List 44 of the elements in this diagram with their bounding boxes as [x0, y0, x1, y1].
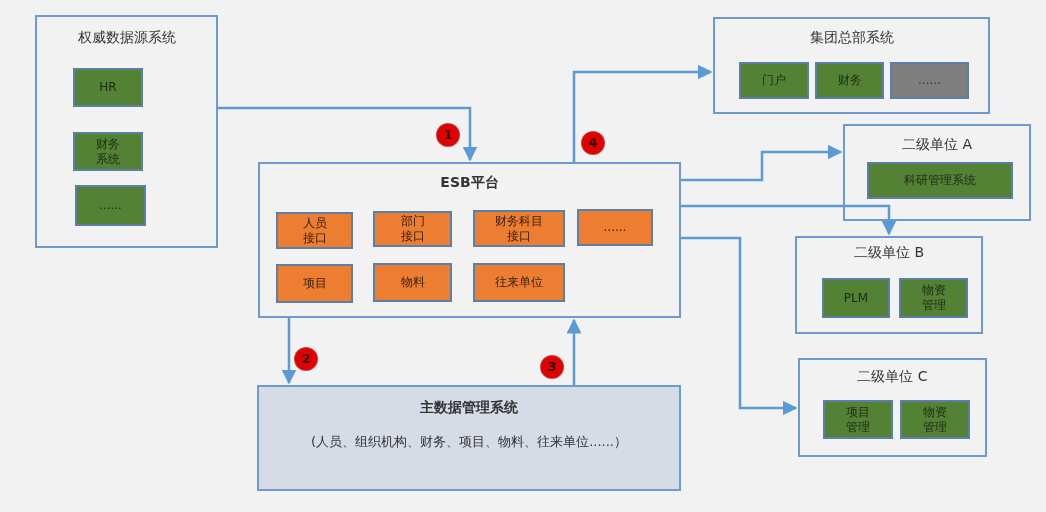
system-box: [798, 358, 987, 457]
system-box: [35, 15, 218, 248]
step-badge: 2: [295, 348, 317, 370]
box-heading: 二级单位 B: [852, 244, 926, 262]
arrow: [566, 318, 582, 385]
step-badge: 4: [582, 132, 604, 154]
box-heading: ESB平台: [439, 174, 500, 192]
module-box: HR: [73, 68, 143, 107]
interface-box: 物料: [373, 263, 452, 302]
interface-box: 人员接口: [276, 212, 353, 249]
module-box: 财务: [815, 62, 884, 99]
system-box: [258, 162, 681, 318]
arrow: [681, 236, 798, 416]
module-box: 物资管理: [899, 278, 968, 318]
arrow: [218, 106, 478, 162]
arrow: [681, 204, 897, 236]
module-box: ......: [75, 185, 146, 226]
box-heading: 主数据管理系统: [419, 399, 519, 417]
module-box: ......: [890, 62, 969, 99]
module-box: 物资管理: [900, 400, 970, 439]
module-box: 门户: [739, 62, 809, 99]
module-box: PLM: [822, 278, 890, 318]
interface-box: 往来单位: [473, 263, 565, 302]
module-box: 项目管理: [823, 400, 893, 439]
system-box: [795, 236, 983, 334]
box-heading: 集团总部系统: [808, 29, 895, 47]
arrow: [572, 64, 713, 162]
step-badge: 3: [541, 356, 563, 378]
module-box: 财务系统: [73, 132, 143, 171]
box-heading: 二级单位 C: [856, 368, 929, 386]
interface-box: ......: [577, 209, 653, 246]
interface-box: 项目: [276, 264, 353, 303]
interface-box: 部门接口: [373, 211, 452, 247]
interface-box: 财务科目接口: [473, 210, 565, 247]
module-box: 科研管理系统: [867, 162, 1013, 199]
box-heading: 二级单位 A: [901, 136, 973, 154]
system-box: [843, 124, 1031, 221]
system-box: [257, 385, 681, 491]
box-description: (人员、组织机构、财务、项目、物料、往来单位......）: [310, 433, 628, 451]
box-heading: 权威数据源系统: [76, 29, 177, 47]
arrow: [681, 144, 843, 182]
system-box: [713, 17, 990, 114]
arrow: [281, 318, 297, 385]
step-badge: 1: [437, 124, 459, 146]
